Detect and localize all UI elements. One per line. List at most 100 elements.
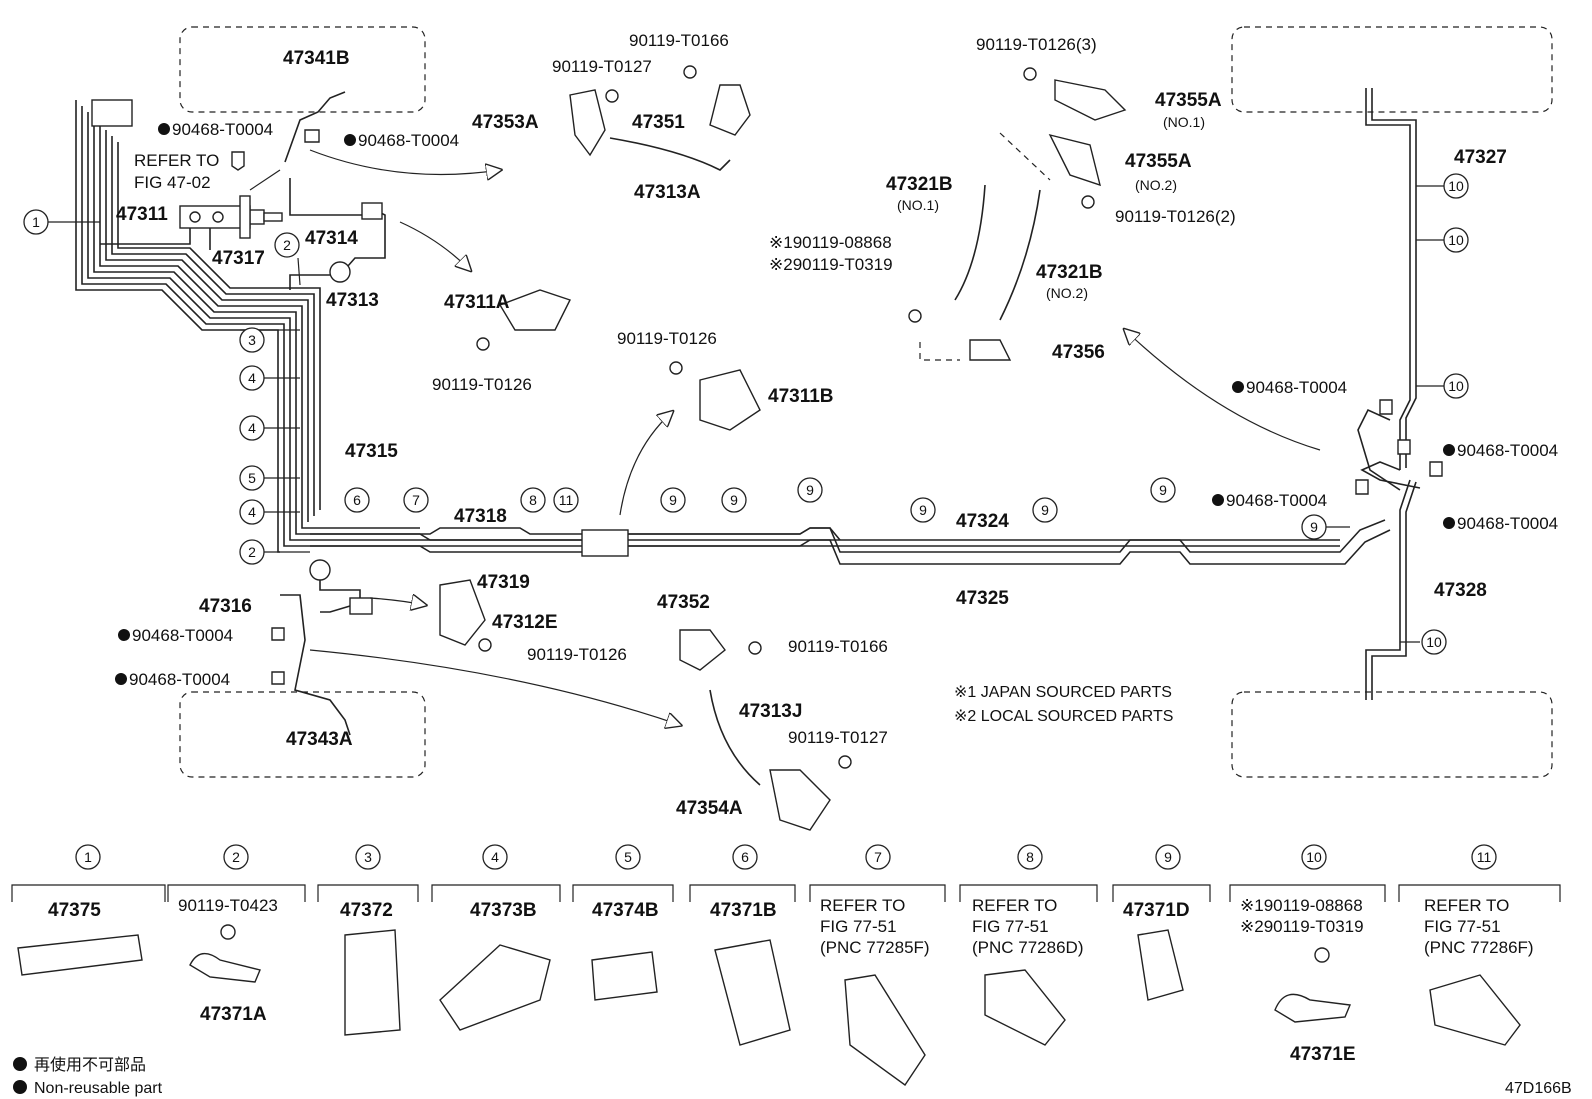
label-47314: 47314 (305, 228, 358, 249)
svg-text:10: 10 (1448, 378, 1464, 394)
label-47354A: 47354A (676, 798, 743, 819)
svg-text:(PNC 77286D): (PNC 77286D) (972, 938, 1084, 957)
callout: 9 (660, 487, 686, 513)
rear-flex-hoses (919, 79, 1421, 491)
svg-text:(PNC 77285F): (PNC 77285F) (820, 938, 930, 957)
svg-text:11: 11 (559, 492, 574, 508)
bundle-clamp-top (91, 99, 133, 127)
svg-text:47373B: 47373B (470, 900, 537, 921)
main-brake-lines (310, 519, 1391, 565)
footer-non-reusable-note: Non-reusable part (34, 1080, 163, 1097)
svg-text:7: 7 (412, 492, 420, 508)
legend-item-5: 5 47374B (591, 844, 659, 1001)
footer: 再使用不可部品 Non-reusable part 47D166B (13, 1056, 1572, 1097)
joint-block (581, 529, 629, 557)
footer-japanese-note: 再使用不可部品 (34, 1056, 146, 1074)
svg-text:FIG 77-51: FIG 77-51 (1424, 917, 1501, 936)
callout: 4 (239, 499, 265, 525)
svg-text:47371E: 47371E (1290, 1044, 1356, 1065)
label-no1-b: (NO.1) (897, 197, 939, 213)
svg-text:REFER TO: REFER TO (820, 896, 905, 915)
svg-text:9: 9 (919, 502, 927, 518)
callout: 10 (1443, 373, 1469, 399)
svg-text:47372: 47372 (340, 900, 393, 921)
callout: 9 (1032, 497, 1058, 523)
legend-item-1: 1 47375 (17, 844, 143, 976)
label-90119-T0126-c: 90119-T0126 (617, 329, 717, 348)
label-90468-d: 90468-T0004 (129, 670, 230, 689)
callout: 5 (239, 465, 265, 491)
callout: 9 (1301, 514, 1327, 540)
svg-text:4: 4 (491, 849, 499, 865)
svg-text:1: 1 (84, 849, 92, 865)
rear-ref-box-bottom (1231, 691, 1553, 778)
svg-text:10: 10 (1426, 634, 1442, 650)
diagram-callouts: 1 2 3 4 4 5 4 2 6 7 8 11 9 9 9 9 9 9 9 1… (23, 173, 1469, 655)
label-47321B-no1: 47321B (886, 174, 953, 195)
callout: 9 (721, 487, 747, 513)
label-90119-T0126-3: 90119-T0126(3) (976, 35, 1097, 54)
label-47313: 47313 (326, 290, 379, 311)
svg-text:5: 5 (248, 470, 256, 486)
svg-text:10: 10 (1448, 178, 1464, 194)
label-ref2-T0319: ※290119-T0319 (769, 255, 893, 274)
svg-text:7: 7 (874, 849, 882, 865)
label-47316: 47316 (199, 596, 252, 617)
label-47311: 47311 (116, 204, 168, 225)
label-47313A: 47313A (634, 182, 701, 203)
svg-text:47371B: 47371B (710, 900, 777, 921)
callout: 11 (553, 487, 579, 513)
label-ref1-08868: ※190119-08868 (769, 233, 892, 252)
label-90119-T0126-b: 90119-T0126 (432, 375, 532, 394)
label-90119-T0127-b: 90119-T0127 (788, 728, 888, 747)
label-47341B: 47341B (283, 48, 350, 69)
label-47312E: 47312E (492, 612, 558, 633)
callout: 4 (239, 365, 265, 391)
label-90468-c: 90468-T0004 (132, 626, 233, 645)
note-japan-sourced: ※1 JAPAN SOURCED PARTS (954, 684, 1172, 701)
legend-item-11: 11 REFER TO FIG 77-51 (PNC 77286F) (1424, 844, 1534, 1046)
label-47311A: 47311A (444, 292, 510, 313)
clips (231, 129, 1443, 685)
label-47321B-no2: 47321B (1036, 262, 1103, 283)
legend-item-4: 4 47373B (439, 844, 551, 1031)
label-47311B: 47311B (768, 386, 834, 407)
svg-text:9: 9 (1041, 502, 1049, 518)
svg-text:47371D: 47371D (1123, 900, 1190, 921)
svg-text:9: 9 (1164, 849, 1172, 865)
bolts (476, 65, 1095, 769)
front-hard-lines (249, 91, 386, 290)
note-local-sourced: ※2 LOCAL SOURCED PARTS (954, 708, 1173, 725)
svg-text:47375: 47375 (48, 900, 101, 921)
svg-text:6: 6 (353, 492, 361, 508)
svg-text:8: 8 (1026, 849, 1034, 865)
svg-text:8: 8 (529, 492, 537, 508)
label-no2-b: (NO.2) (1046, 285, 1088, 301)
label-47355A-no1: 47355A (1155, 90, 1222, 111)
front-flex-hoses (439, 84, 831, 831)
callout: 10 (1421, 629, 1447, 655)
callout: 4 (239, 415, 265, 441)
legend-item-2: 2 90119-T0423 47371A (178, 844, 278, 1025)
callout: 10 (1443, 173, 1469, 199)
label-90468-e: 90468-T0004 (1246, 378, 1347, 397)
label-47324: 47324 (956, 511, 1009, 532)
label-47315: 47315 (345, 441, 398, 462)
svg-text:1: 1 (32, 214, 40, 230)
label-90468-a: 90468-T0004 (172, 120, 273, 139)
legend-item-6: 6 47371B (710, 844, 791, 1046)
svg-text:47374B: 47374B (592, 900, 659, 921)
svg-text:4: 4 (248, 370, 256, 386)
diagram-code: 47D166B (1505, 1080, 1572, 1097)
label-47317: 47317 (212, 248, 265, 269)
svg-text:2: 2 (283, 237, 291, 253)
legend-item-10: 10 ※190119-08868 ※290119-T0319 47371E (1240, 844, 1364, 1065)
label-90119-T0127-a: 90119-T0127 (552, 57, 652, 76)
label-47351: 47351 (632, 112, 685, 133)
callout: 1 (23, 209, 49, 235)
part-labels: 47341B 90468-T0004 90468-T0004 REFER TO … (115, 31, 1558, 819)
label-no1-a: (NO.1) (1163, 114, 1205, 130)
label-47343A: 47343A (286, 729, 353, 750)
legend-item-9: 9 47371D (1123, 844, 1190, 1001)
